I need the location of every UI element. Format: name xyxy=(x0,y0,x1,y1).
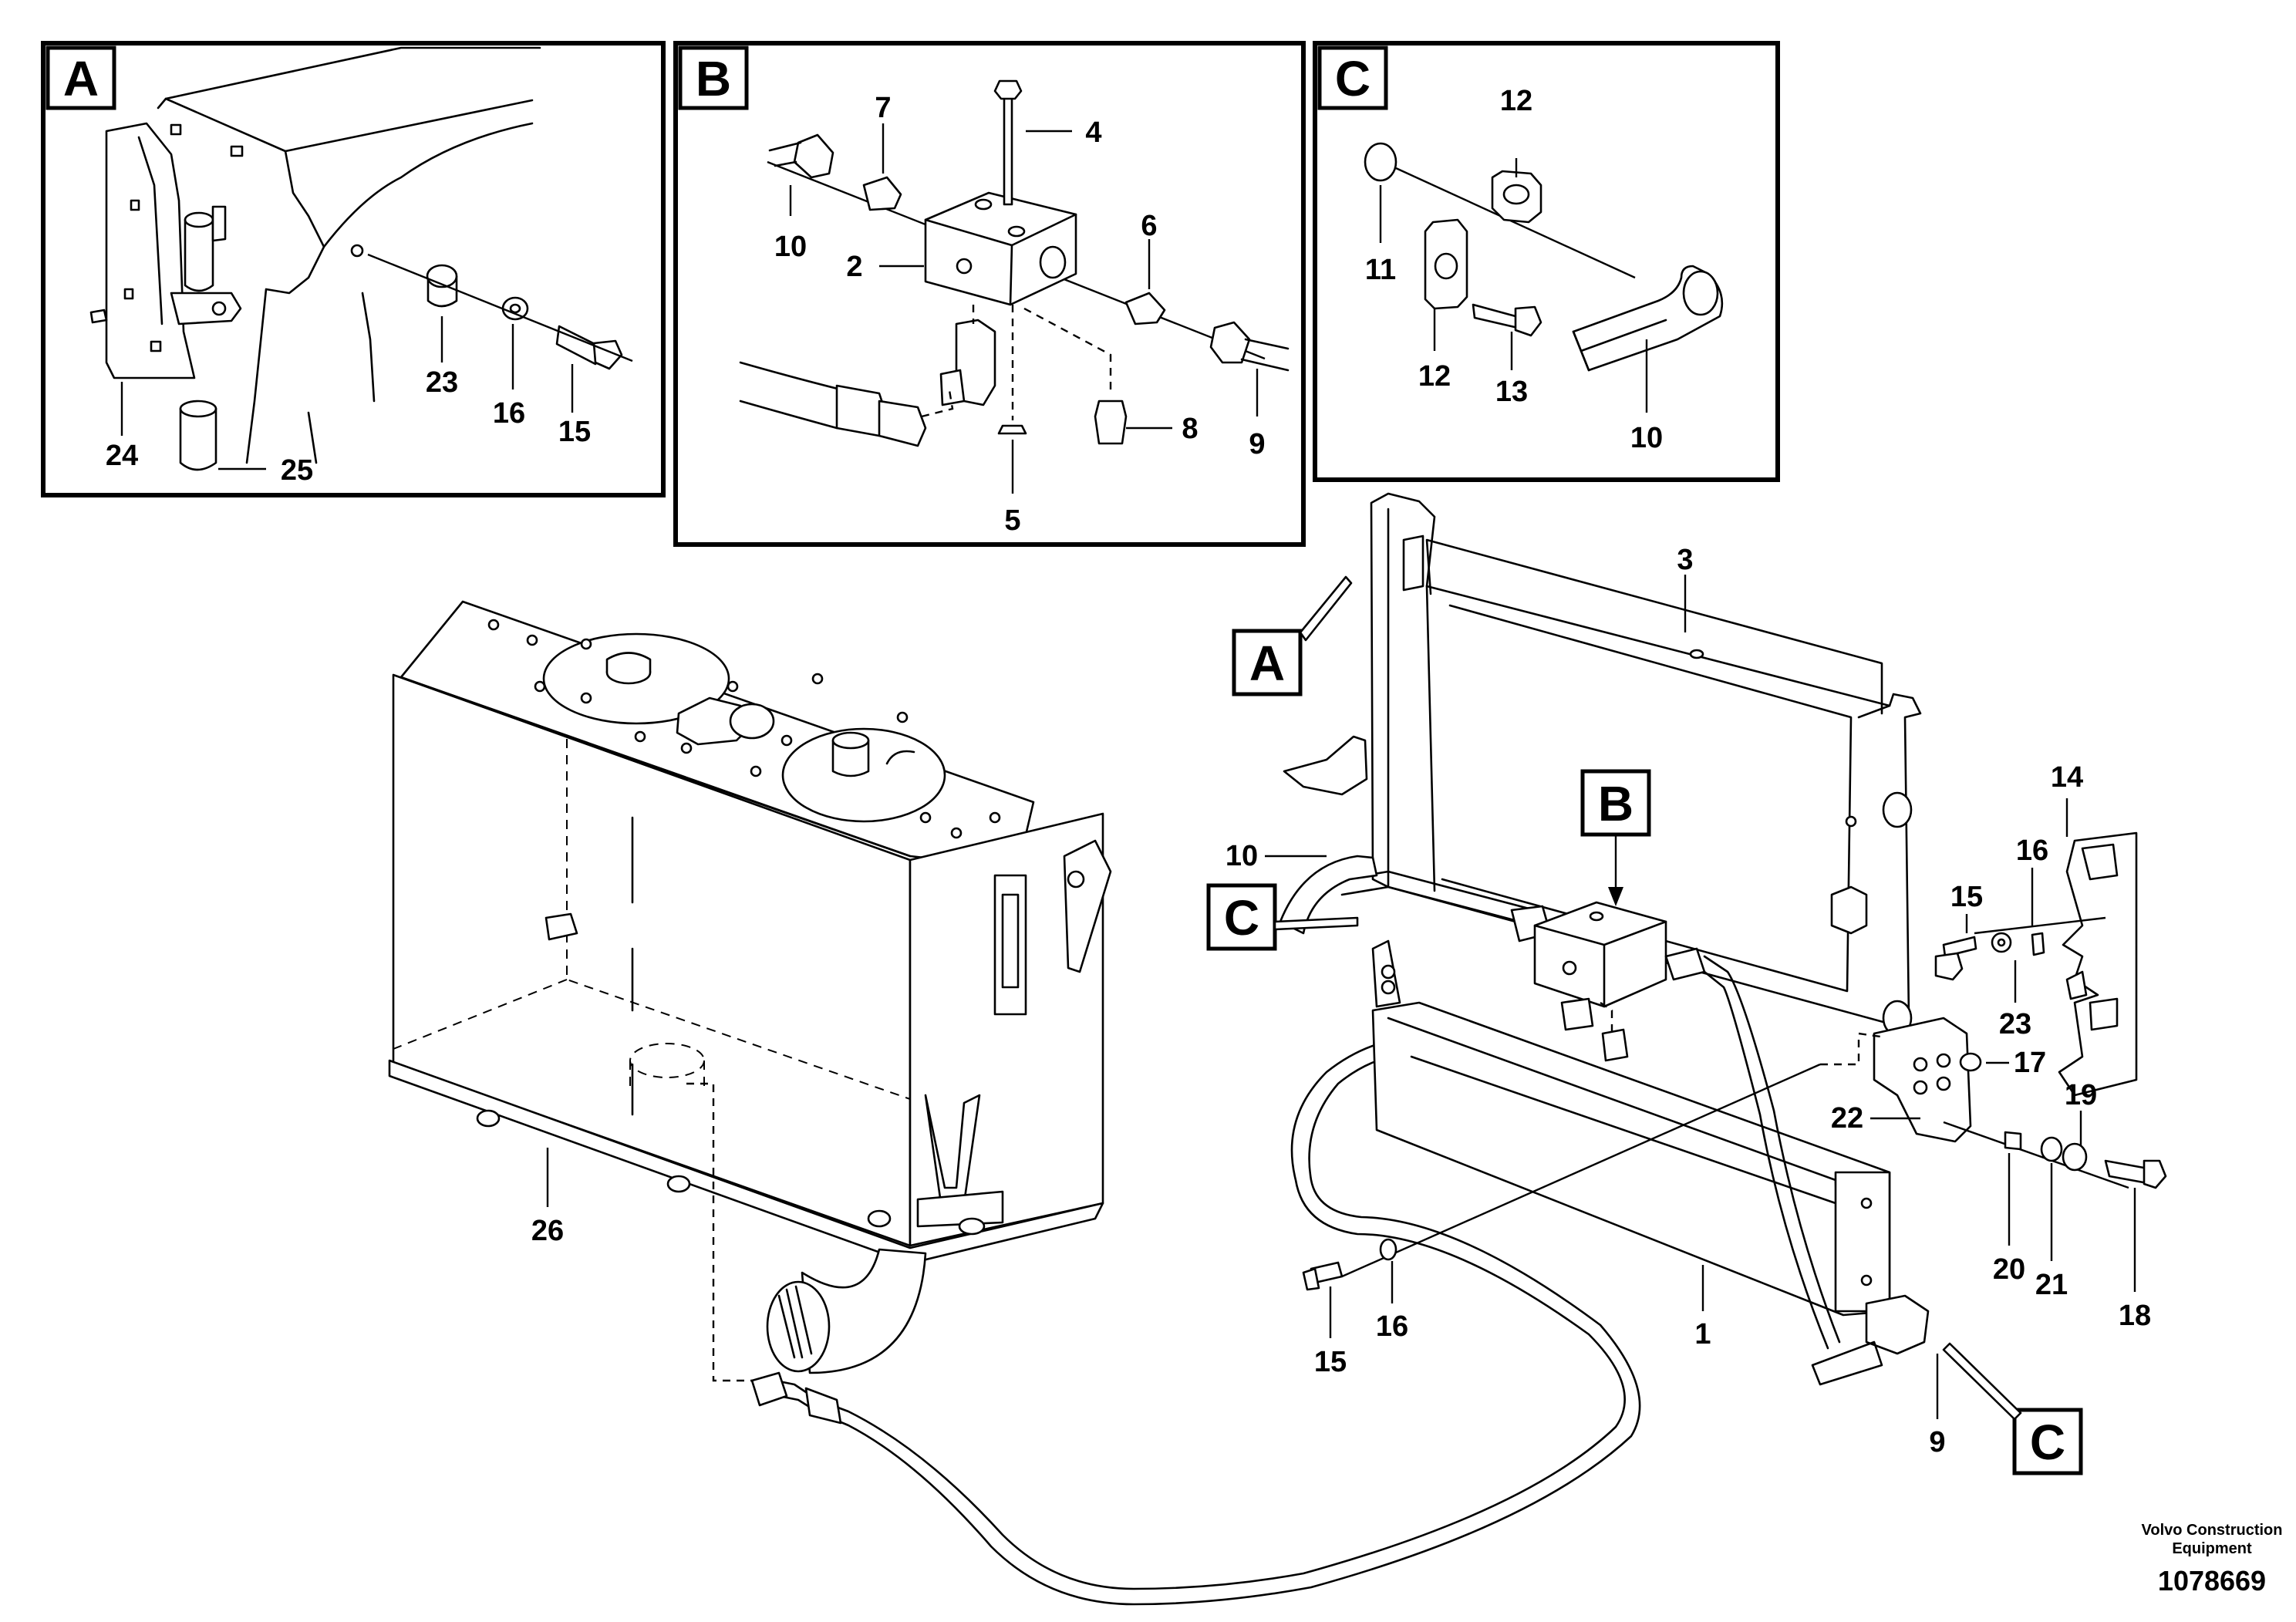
main-tag-a-box xyxy=(1232,629,1303,696)
callout-23-main: 23 xyxy=(1999,1008,2031,1040)
fitting-8 xyxy=(1094,400,1128,445)
o-ring-11 xyxy=(1364,142,1397,182)
footer-brand-line1: Volvo Construction xyxy=(2142,1522,2283,1539)
detail-b-tag: B xyxy=(696,51,731,106)
hydraulic-tank: 26 xyxy=(388,600,1112,1382)
callout-15-main-top: 15 xyxy=(1950,881,1983,913)
block-2-main xyxy=(1533,901,1930,1386)
right-hardware xyxy=(1302,831,2167,1291)
callout-7: 7 xyxy=(875,92,891,124)
main-tag-a: A xyxy=(1249,636,1285,691)
bushing-25 xyxy=(179,407,217,471)
fitting-7 xyxy=(862,176,902,211)
return-hose xyxy=(750,1036,1641,1606)
callout-10-main: 10 xyxy=(1226,840,1258,872)
clamp-c-main xyxy=(1865,1294,1930,1355)
detail-c-tag-box xyxy=(1317,46,1388,110)
plate-14 xyxy=(2058,831,2138,1097)
callout-25: 25 xyxy=(281,454,313,487)
hose-end-10-b xyxy=(793,133,834,179)
detail-a-tag-box xyxy=(46,46,116,110)
main-tag-c2-box xyxy=(2012,1408,2083,1475)
callout-26: 26 xyxy=(531,1215,564,1247)
callout-12-c-top: 12 xyxy=(1500,85,1532,117)
callout-15-main-bottom: 15 xyxy=(1314,1346,1347,1378)
callout-16-main-bottom: 16 xyxy=(1376,1310,1408,1343)
fitting-6 xyxy=(1124,292,1166,325)
callout-21: 21 xyxy=(2035,1269,2068,1301)
main-tag-c2: C xyxy=(2030,1415,2065,1470)
callout-2: 2 xyxy=(846,251,862,283)
callout-13: 13 xyxy=(1495,376,1528,408)
detail-a-axis-line xyxy=(367,253,633,363)
cooler-core-1 xyxy=(1371,1001,1891,1317)
detail-c-tag: C xyxy=(1335,51,1371,106)
main-tag-c1-box xyxy=(1206,883,1277,951)
callout-8: 8 xyxy=(1182,413,1198,445)
detail-a-tag: A xyxy=(63,51,99,106)
callout-16-main-top: 16 xyxy=(2016,835,2048,867)
callout-10-c: 10 xyxy=(1630,422,1663,454)
callout-24: 24 xyxy=(106,440,138,472)
main-tag-c1: C xyxy=(1224,890,1259,946)
detail-a-frame-member xyxy=(157,46,541,110)
callout-19: 19 xyxy=(2065,1079,2097,1111)
detail-b-frame xyxy=(673,41,1306,547)
callout-12-c-bottom: 12 xyxy=(1418,360,1451,393)
callout-10-b: 10 xyxy=(774,231,807,263)
callout-6: 6 xyxy=(1141,210,1157,242)
washer-17 xyxy=(1959,1052,1982,1072)
block-2 xyxy=(924,191,1077,306)
callout-3: 3 xyxy=(1677,544,1693,576)
detail-b-tag-box xyxy=(678,46,749,110)
detail-a-frame xyxy=(41,41,666,497)
bolt-15-main xyxy=(1934,952,1964,981)
cooler-frame-3 xyxy=(1279,492,1922,1317)
bracket-22 xyxy=(1873,1017,1972,1143)
plug-5 xyxy=(997,424,1027,435)
callout-4: 4 xyxy=(1085,116,1101,149)
callout-14: 14 xyxy=(2051,761,2083,794)
hose-end-9-b xyxy=(1209,321,1251,364)
bolt-4 xyxy=(1003,91,1013,206)
tank-bottom-rail xyxy=(388,1059,1104,1265)
callout-17: 17 xyxy=(2014,1047,2046,1079)
pin-block xyxy=(184,218,214,292)
main-tag-b: B xyxy=(1598,776,1633,831)
callout-15-a: 15 xyxy=(558,416,591,448)
detail-b-panel: B xyxy=(673,41,1306,547)
detail-a-panel: A xyxy=(41,41,666,497)
footer-brand-line2: Equipment xyxy=(2172,1540,2252,1557)
elbow-pipe-10 xyxy=(1279,855,1378,935)
callout-23-a: 23 xyxy=(426,366,458,399)
main-tag-b-box xyxy=(1580,769,1651,837)
callout-9-main: 9 xyxy=(1929,1426,1945,1458)
callout-11: 11 xyxy=(1365,254,1396,286)
callout-16-a: 16 xyxy=(493,397,525,430)
callout-5: 5 xyxy=(1004,504,1020,537)
drawing-number: 1078669 xyxy=(2158,1565,2266,1597)
detail-c-panel: C 12 11 12 13 10 xyxy=(1313,41,1780,482)
bolt-13 xyxy=(1472,303,1519,329)
callout-22: 22 xyxy=(1831,1102,1863,1135)
callout-18: 18 xyxy=(2119,1300,2151,1332)
suction-pipe xyxy=(801,1248,927,1374)
callout-20: 20 xyxy=(1993,1253,2025,1286)
detail-c-frame xyxy=(1313,41,1780,482)
bracket-24 xyxy=(105,122,196,379)
callout-1: 1 xyxy=(1694,1318,1711,1351)
callout-9-b: 9 xyxy=(1249,428,1265,460)
